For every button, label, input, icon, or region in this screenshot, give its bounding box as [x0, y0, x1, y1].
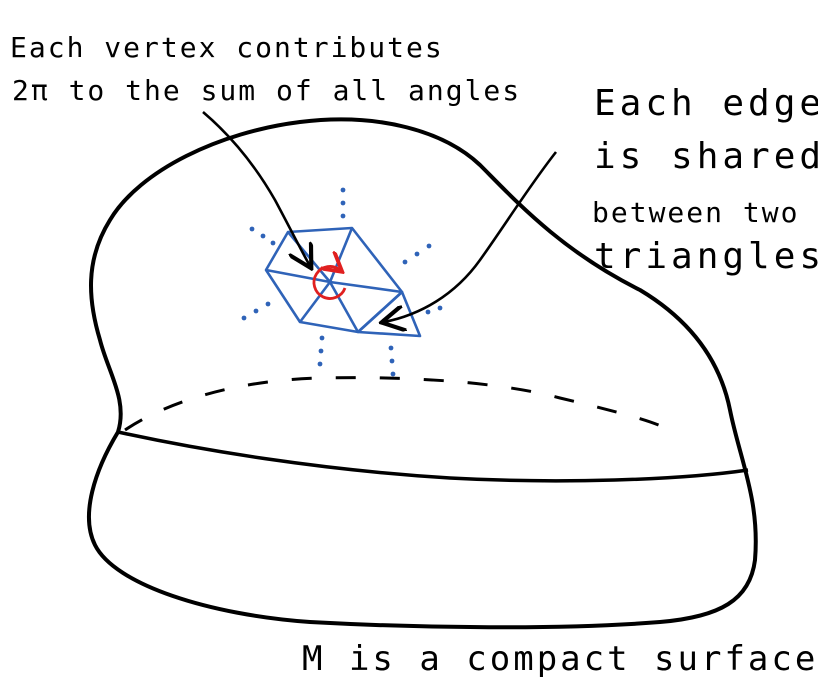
edge-annotation-line2: is shared: [594, 136, 818, 177]
vertex-arrow-icon: [203, 112, 310, 266]
mesh-star-outline: [266, 228, 402, 332]
equator-front: [118, 432, 748, 481]
mesh-edge-4: [330, 282, 402, 292]
vertex-annotation-line1: Each vertex contributes: [10, 31, 444, 64]
surface-caption: M is a compact surface: [302, 639, 818, 679]
edge-arrow-icon: [384, 152, 556, 322]
mesh-dots: [242, 188, 443, 377]
edge-annotation-line4: triangles: [594, 236, 818, 277]
equator-back: [125, 378, 665, 430]
mesh-edge-3: [330, 228, 352, 282]
edge-annotation-line3: between two: [592, 196, 799, 229]
edge-annotation-line1: Each edge: [594, 83, 818, 124]
vertex-annotation-line2: 2π to the sum of all angles: [12, 74, 521, 107]
